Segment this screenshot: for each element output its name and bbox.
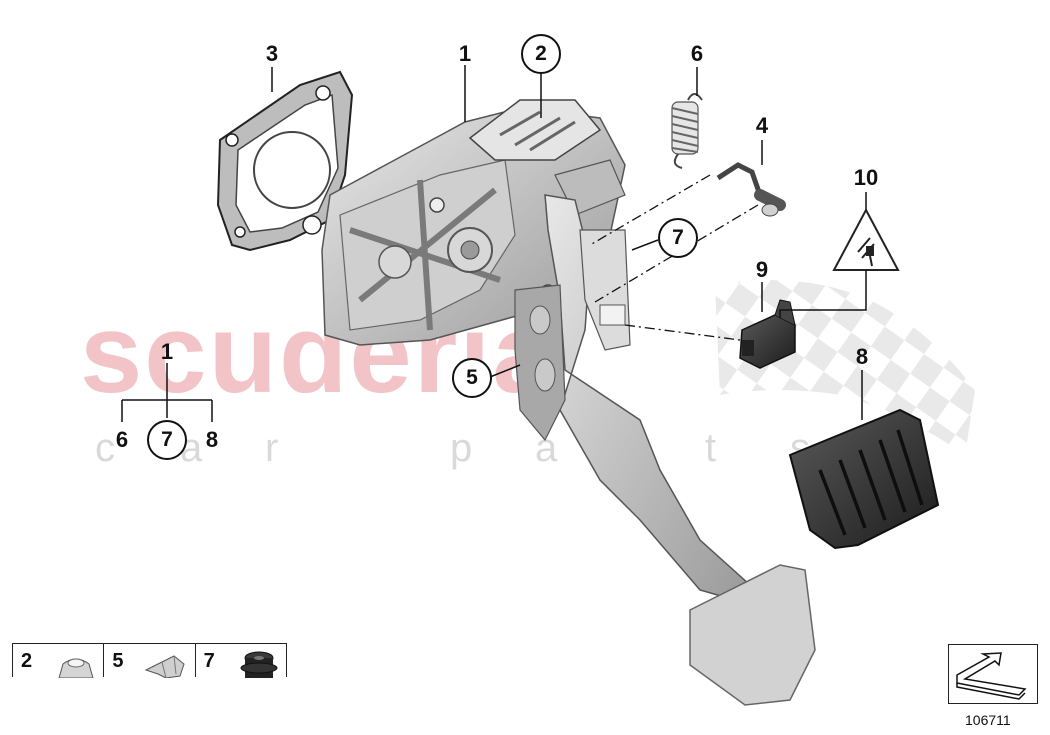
cap-nut-icon (58, 658, 94, 678)
callout-4: 4 (755, 113, 769, 138)
watermark-letter: c (95, 426, 115, 470)
callout-3: 3 (265, 41, 279, 66)
callout-2: 2 (521, 34, 561, 74)
watermark-letter: p (450, 426, 473, 470)
callout-9: 9 (755, 257, 769, 282)
checkered-flag-watermark (715, 280, 975, 455)
callout-10: 10 (853, 165, 879, 190)
callout-1: 1 (458, 41, 472, 66)
return-spring-part (671, 93, 703, 169)
pedal-pad-rubber-part (788, 408, 940, 550)
legend-cell: 5 (104, 644, 196, 678)
pin-part (716, 162, 786, 217)
assembly-key-parent: 1 (160, 339, 174, 364)
callout-8: 8 (855, 344, 869, 369)
callout-6: 6 (690, 41, 704, 66)
assembly-key-child: 7 (147, 420, 187, 460)
legend-number: 2 (21, 650, 33, 672)
legend-cell: 2 (13, 644, 105, 678)
clutch-switch-part (739, 299, 796, 369)
clutch-pedal-arm (514, 194, 816, 706)
assembly-key-child: 6 (115, 427, 129, 452)
legend-number: 7 (203, 650, 215, 672)
callout-5: 5 (452, 358, 492, 398)
assembly-key-child: 8 (205, 427, 219, 452)
callout-7: 7 (658, 218, 698, 258)
diagram-id: 106711 (965, 712, 1011, 728)
clip-icon (145, 655, 185, 678)
leader-lines (121, 65, 867, 422)
legend-cell: 7 (196, 644, 286, 678)
watermark-letter: t (705, 426, 717, 470)
watermark-letter: a (535, 426, 558, 470)
watermark-letter: r (265, 426, 279, 470)
navigation-arrow-icon (956, 652, 1027, 700)
warning-triangle-icon (832, 207, 900, 271)
navigation-box (948, 644, 1038, 704)
legend-number: 5 (112, 650, 124, 672)
rubber-bush-icon (240, 651, 278, 678)
small-parts-legend: 2 5 7 (12, 643, 287, 678)
gasket-part (216, 70, 354, 252)
